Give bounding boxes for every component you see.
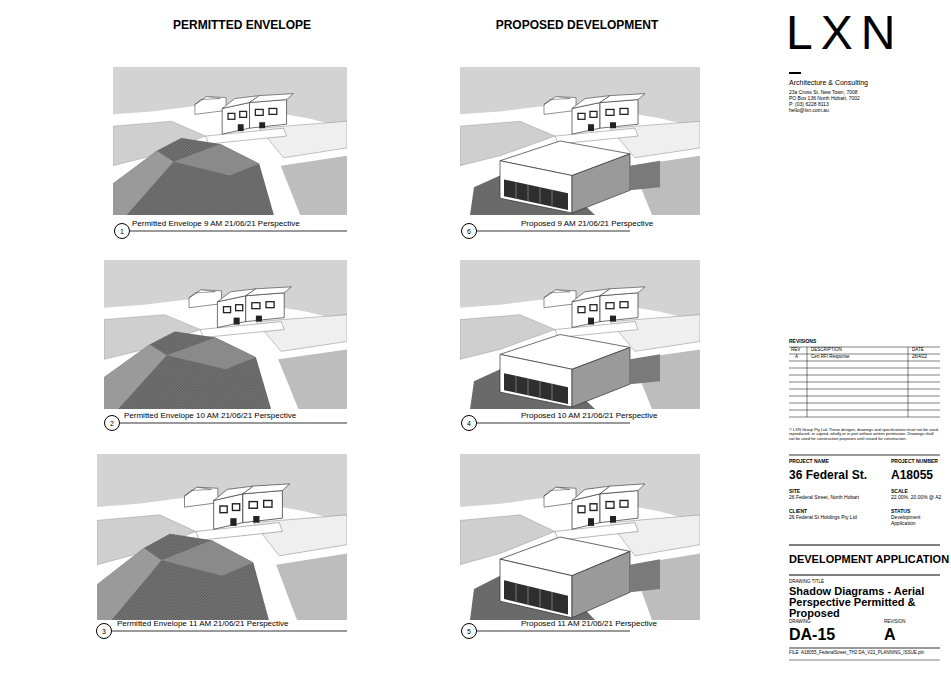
copyright-note: © LXN Group Pty Ltd. These designs, draw… [789,428,939,441]
field-label: PROJECT NUMBER [891,459,938,465]
table-header: DATE [912,348,924,353]
file-name: A18055_FederalStreet_TH2 DA_V22_PLANNING… [801,651,924,656]
callout-circle: 5 [461,623,477,639]
field-label: STATUS [891,509,910,515]
field-value: 26 Federal St Holdings Pty Ltd [789,515,857,521]
callout-circle: 1 [114,223,130,239]
company-address: P: (03) 6228 8113 [789,102,829,108]
view-caption: Proposed 11 AM 21/06/21 Perspective [521,620,657,629]
view-caption: Proposed 10 AM 21/06/21 Perspective [521,412,658,421]
status-banner: DEVELOPMENT APPLICATION [789,553,949,565]
callout-circle: 3 [96,623,112,639]
company-address: hello@lxn.com.au [789,108,829,114]
field-value: 22.00%, 20.00% @ A2 [891,495,941,501]
field-label: DRAWING [789,620,811,625]
field-value: 36 Federal St. [789,469,867,482]
callout-number: 4 [467,420,471,427]
field-value: 26 Federal Street, North Hobart [789,495,869,501]
view-caption: Permitted Envelope 11 AM 21/06/21 Perspe… [117,620,289,629]
callout-circle: 6 [461,223,477,239]
column-heading: PERMITTED ENVELOPE [173,19,311,32]
field-label: DRAWING TITLE [789,580,824,585]
field-value: Development Application [891,515,941,526]
callout-number: 5 [467,628,471,635]
field-label: FILE [789,651,799,656]
field-label: PROJECT NAME [789,459,829,465]
field-label: SCALE [891,489,908,495]
title-block-lines [789,73,940,660]
table-header: DESCRIPTION [811,348,842,353]
field-label: CLIENT [789,509,807,515]
field-value: A18055 [891,469,933,482]
company-tagline: Architecture & Consulting [789,79,868,87]
callout-number: 1 [120,228,124,235]
view-caption: Proposed 9 AM 21/06/21 Perspective [521,220,653,229]
callout-number: 3 [102,628,106,635]
company-address: 23a Cross St, New Town, 7008 [789,90,858,96]
field-label: REVISION [884,620,906,625]
callout-circle: 2 [104,415,120,431]
table-cell: 26/4/22 [912,355,927,360]
column-heading: PROPOSED DEVELOPMENT [496,19,659,32]
field-label: SITE [789,489,800,495]
view-caption: Permitted Envelope 10 AM 21/06/21 Perspe… [124,412,296,421]
drawing-number: DA-15 [789,626,835,644]
table-header: REV [791,348,800,353]
revisions-heading: REVISIONS [789,339,816,345]
callout-number: 2 [110,420,114,427]
table-cell: Cert RFI Response [811,355,850,360]
perspective-images [97,67,700,620]
company-address: PO Box 136 North Hobart, 7002 [789,96,860,102]
drawing-title: Shadow Diagrams - Aerial Perspective Per… [789,586,941,619]
callout-number: 6 [467,228,471,235]
callout-circle: 4 [461,415,477,431]
revision-letter: A [884,626,896,644]
company-logo: LXN [786,9,903,57]
caption-underlines [112,231,630,631]
table-cell: A [795,355,798,360]
view-caption: Permitted Envelope 9 AM 21/06/21 Perspec… [132,220,300,229]
